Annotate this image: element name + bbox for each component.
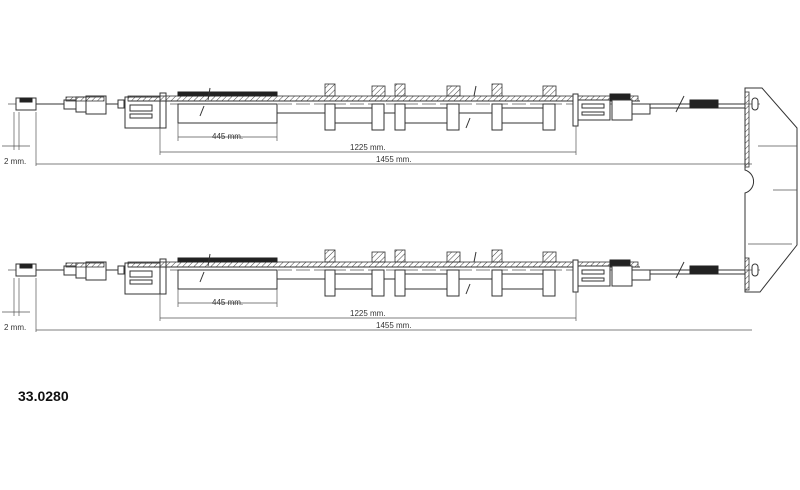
- conduit-dimension-lower: 1225 mm.: [350, 309, 386, 318]
- lower-cable: [1, 249, 761, 333]
- overall-dimension-lower: 1455 mm.: [376, 321, 412, 330]
- upper-cable: [1, 83, 761, 167]
- mounting-bracket: [744, 87, 798, 293]
- conduit-dimension-upper: 1225 mm.: [350, 143, 386, 152]
- gap-dimension-lower: 2 mm.: [4, 323, 26, 332]
- part-number: 33.0280: [18, 388, 69, 404]
- overall-dimension-upper: 1455 mm.: [376, 155, 412, 164]
- gap-dimension-upper: 2 mm.: [4, 157, 26, 166]
- sleeve-dimension-upper: 445 mm.: [212, 132, 243, 141]
- sleeve-dimension-lower: 445 mm.: [212, 298, 243, 307]
